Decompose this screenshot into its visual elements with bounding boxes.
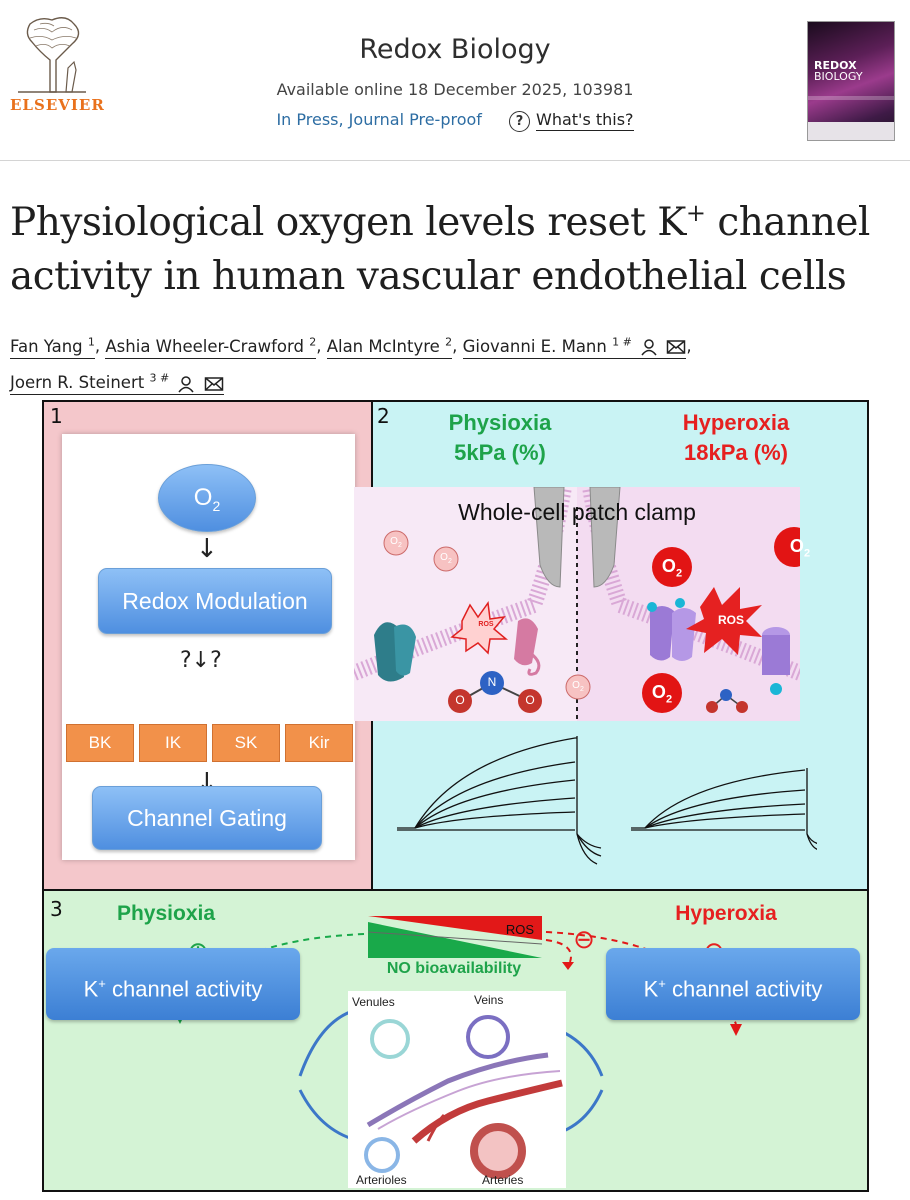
oxygen-atom-label: O <box>525 693 535 707</box>
physioxia-label: Physioxia <box>116 902 216 925</box>
oxygen-molecule-label: O2 <box>440 552 452 565</box>
ros-gradient-label: ROS <box>505 922 535 937</box>
oxygen-molecule-label: O2 <box>572 680 584 693</box>
vessel-illustration: Venules Veins Arterioles Arteries <box>348 991 566 1188</box>
author-link[interactable]: Ashia Wheeler-Crawford 2 <box>105 335 317 359</box>
header-divider <box>0 160 910 161</box>
oxygen-molecule-label: O2 <box>661 556 683 580</box>
redox-modulation-node: Redox Modulation <box>98 568 332 634</box>
whats-this-link[interactable]: What's this? <box>536 110 634 131</box>
available-online-date: Available online 18 December 2025, 10398… <box>276 80 634 99</box>
channel-gating-node: Channel Gating <box>92 786 322 850</box>
ros-label: ROS <box>478 621 494 628</box>
vessel-label-arterioles: Arterioles <box>356 1173 407 1187</box>
panel-1-redox-pathway: 1 O2 ↓ Redox Modulation ?↓? BK IK SK Kir… <box>44 402 373 889</box>
article-title: Physiological oxygen levels reset K+ cha… <box>10 199 870 299</box>
channel-sk: SK <box>212 724 280 762</box>
ros-burst-icon <box>686 587 762 655</box>
uncertain-arrow-icon: ?↓? <box>180 648 222 673</box>
elsevier-logo[interactable]: ELSEVIER <box>10 12 104 114</box>
vessel-label-veins: Veins <box>474 993 504 1007</box>
oxygen-node: O2 <box>158 464 256 532</box>
hyperoxia-label: Hyperoxia <box>675 902 777 925</box>
ion-channel-icon <box>762 627 790 695</box>
k-channel-activity-physioxia: K+ channel activity <box>46 948 300 1020</box>
ion-channel-icon <box>514 618 541 676</box>
oxygen-molecule-label: O2 <box>390 536 402 549</box>
down-arrow-icon: ↓ <box>196 534 218 564</box>
author-link[interactable]: Giovanni E. Mann 1 # <box>462 335 687 359</box>
channel-ik: IK <box>139 724 207 762</box>
panel-number: 1 <box>50 404 63 428</box>
patch-clamp-illustration: Whole-cell patch clamp ROS ROS O2 O2 O2 … <box>354 487 800 721</box>
oxygen-atom-label: O <box>455 693 465 707</box>
ion-channel-icon <box>647 598 696 661</box>
k-channel-activity-hyperoxia: K+ channel activity <box>606 948 860 1020</box>
current-trace-plot <box>397 736 817 865</box>
minus-circle-icon: ⊖ <box>573 924 595 954</box>
channel-bk: BK <box>66 724 134 762</box>
question-circle-icon[interactable]: ? <box>509 111 530 132</box>
ion-channel-icon <box>374 622 416 682</box>
mail-icon <box>204 376 223 391</box>
channel-kir: Kir <box>285 724 353 762</box>
journal-title[interactable]: Redox Biology <box>359 34 551 65</box>
nitrogen-atom-label: N <box>487 675 497 689</box>
panel-number: 2 <box>377 404 390 428</box>
author-link[interactable]: Joern R. Steinert 3 # <box>10 372 224 395</box>
elsevier-tree-icon <box>10 12 94 96</box>
no-bioavailability-label: NO bioavailability <box>386 960 522 977</box>
author-list: Fan Yang 1, Ashia Wheeler-Crawford 2, Al… <box>10 326 900 399</box>
author-link[interactable]: Fan Yang 1 <box>10 335 95 359</box>
vessel-label-venules: Venules <box>352 995 395 1009</box>
panel-number: 3 <box>50 897 63 921</box>
author-link[interactable]: Alan McIntyre 2 <box>326 335 453 359</box>
article-status-row: In Press, Journal Pre-proof ? What's this… <box>200 110 710 132</box>
person-icon <box>178 375 195 392</box>
person-icon <box>641 339 657 356</box>
patch-clamp-title: Whole-cell patch clamp <box>458 499 696 525</box>
publisher-name: ELSEVIER <box>10 96 105 114</box>
ros-burst-icon <box>450 601 509 655</box>
oxygen-molecule-label: O2 <box>651 682 673 706</box>
blood-vessels-icon <box>364 1015 563 1179</box>
cell-membrane-diagram <box>354 487 800 721</box>
article-status-link[interactable]: In Press, Journal Pre-proof <box>276 110 482 129</box>
ros-label: ROS <box>717 613 744 627</box>
vessel-label-arteries: Arteries <box>482 1173 524 1187</box>
mail-icon <box>667 340 686 354</box>
pathway-card: O2 ↓ Redox Modulation ?↓? BK IK SK Kir ↓… <box>62 434 355 860</box>
oxygen-molecule-label: O2 <box>789 536 811 560</box>
